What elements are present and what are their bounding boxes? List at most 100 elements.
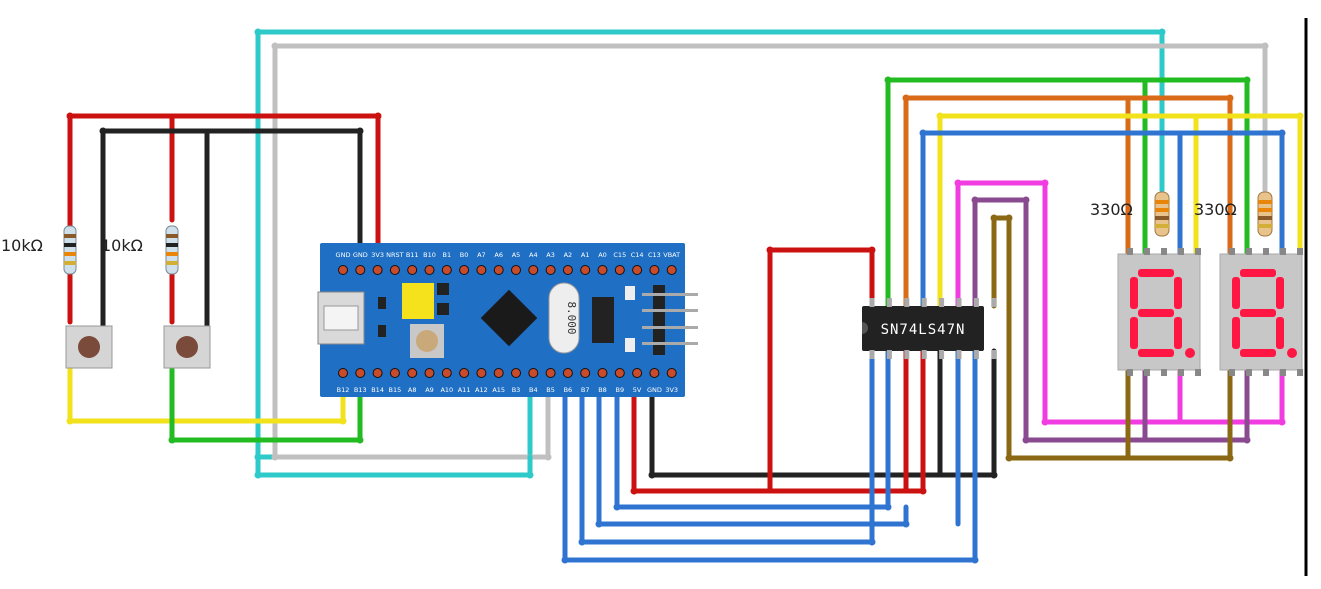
wire-bend: [1278, 129, 1286, 137]
resistor-band: [166, 252, 178, 256]
display-segment: [1240, 349, 1276, 357]
header-pin: [642, 342, 698, 345]
ic-pin-top: [869, 298, 875, 307]
wire-yellow: [937, 113, 1303, 309]
top-pin-label: C14: [631, 251, 644, 259]
wire-bend: [99, 127, 107, 135]
crystal: [548, 282, 580, 354]
wire-bend: [613, 503, 621, 511]
wire-yellow: [67, 365, 346, 424]
push-button-left: [65, 325, 113, 369]
display-pin-top: [1297, 248, 1303, 255]
top-pin-label: A3: [546, 251, 555, 259]
seven-segment-left: [1117, 248, 1201, 376]
resistor-body: [1154, 191, 1170, 237]
wire-bend: [254, 28, 262, 36]
resistor-pullup-left: [63, 225, 77, 275]
top-pin-label: A1: [581, 251, 590, 259]
bottom-pin-label: A11: [458, 386, 471, 394]
top-pin-label: B10: [423, 251, 436, 259]
resistor-band: [1258, 224, 1272, 228]
resistor-body: [165, 225, 179, 275]
top-pin-label: C15: [613, 251, 626, 259]
resistor-band: [1258, 216, 1272, 220]
wire-gray: [272, 43, 1268, 460]
wire-bend: [254, 471, 262, 479]
top-pin-label: A7: [477, 251, 486, 259]
bottom-pin: [476, 368, 487, 378]
display-segment: [1240, 309, 1276, 317]
wire-bend: [271, 42, 279, 50]
resistor-band: [166, 234, 178, 238]
bottom-pin-label: B3: [512, 386, 521, 394]
wire-bend: [1022, 196, 1030, 204]
resistor-band: [64, 261, 76, 265]
bottom-pin-label: A10: [440, 386, 453, 394]
top-pin-label: A6: [494, 251, 503, 259]
resistor-segment-right: [1257, 191, 1273, 237]
wire-bend: [990, 214, 998, 222]
display-segment: [1130, 277, 1138, 309]
ic-pin-top: [904, 298, 910, 307]
display-pin-top: [1195, 248, 1201, 255]
smd-component: [378, 325, 386, 337]
wire-blue: [614, 348, 891, 510]
smd-led: [625, 338, 635, 352]
ic-pin-bottom: [921, 350, 927, 359]
side-header: [653, 285, 665, 355]
bottom-pin: [649, 368, 660, 378]
wire-bend: [168, 436, 176, 444]
bottom-pin-label: B9: [615, 386, 624, 394]
display-segment: [1232, 277, 1240, 309]
display-pin-top: [1127, 248, 1133, 255]
wire-bend: [271, 453, 279, 461]
top-pin: [338, 265, 348, 275]
header-pin: [642, 309, 698, 312]
display-pin-top: [1178, 248, 1184, 255]
wires: [66, 28, 1304, 564]
usb-port: [323, 305, 359, 331]
wire-bend: [339, 417, 347, 425]
wire-blue: [562, 348, 978, 563]
display-pin-top: [1263, 248, 1269, 255]
top-pin: [493, 265, 504, 275]
bottom-pin-label: B15: [389, 386, 402, 394]
resistor-band: [1258, 208, 1272, 212]
wire-bend: [1226, 454, 1234, 462]
wire-bend: [1243, 436, 1251, 444]
display-pin-top: [1144, 248, 1150, 255]
jumper-pin: [437, 283, 449, 295]
top-pin-label: A0: [598, 251, 607, 259]
bottom-pin-label: B12: [337, 386, 350, 394]
wire-bend: [919, 487, 927, 495]
wire-bend: [1278, 418, 1286, 426]
top-pin-label: C13: [648, 251, 661, 259]
wire-bend: [356, 436, 364, 444]
display-segment: [1240, 269, 1276, 277]
display-segment: [1138, 309, 1174, 317]
wire-green: [885, 77, 1250, 309]
top-pin: [441, 265, 452, 275]
top-pin: [476, 265, 487, 275]
top-pin: [355, 265, 366, 275]
bottom-pin-label: B4: [529, 386, 538, 394]
bcd-decoder-ic: SN74LS47N: [862, 298, 997, 359]
decoder-label: SN74LS47N: [881, 322, 966, 338]
push-button-right: [163, 325, 211, 369]
wire-bend: [1005, 454, 1013, 462]
wire-bend: [356, 127, 364, 135]
top-pin-label: NRST: [386, 251, 404, 259]
wire-bend: [595, 520, 603, 528]
display-segment: [1174, 317, 1182, 349]
bottom-pin: [441, 368, 452, 378]
bottom-pin: [389, 368, 400, 378]
display-pin-bottom: [1178, 369, 1184, 376]
wire-blue: [596, 370, 909, 527]
display-pin-bottom: [1161, 369, 1167, 376]
top-pin-label: A2: [564, 251, 573, 259]
wire-blue: [579, 348, 875, 545]
wire-green: [169, 365, 363, 443]
display-pin-top: [1246, 248, 1252, 255]
